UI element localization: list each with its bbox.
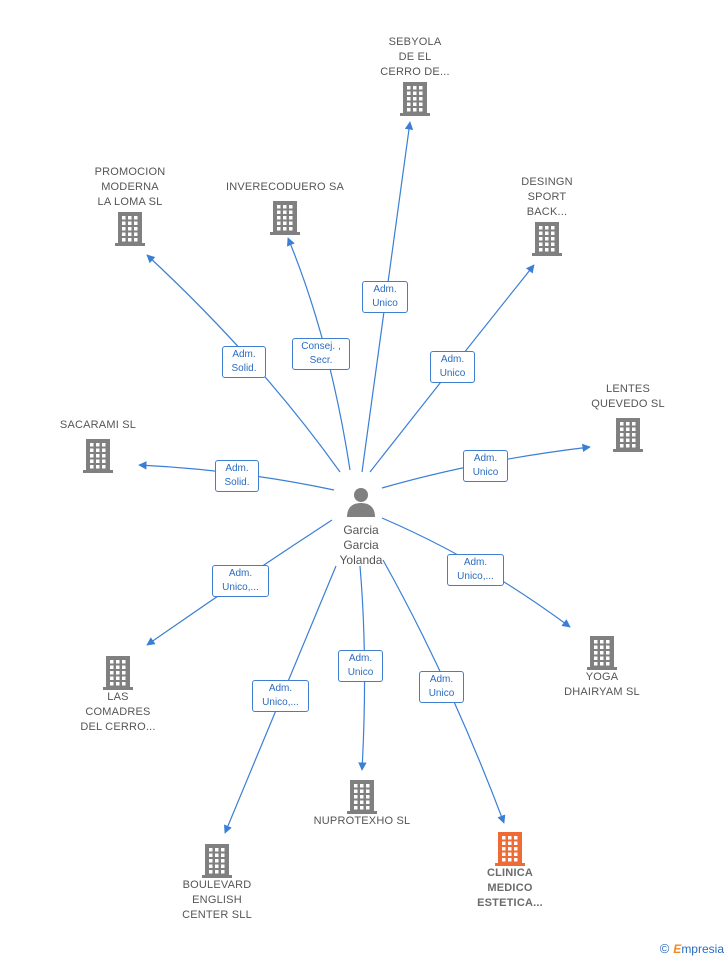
building-icon: [83, 439, 113, 473]
company-node-sacarami[interactable]: SACARAMI SL: [48, 418, 148, 473]
role-label-nuprotexho[interactable]: Adm. Unico: [338, 650, 383, 682]
copyright-icon: ©: [659, 941, 670, 956]
building-icon: [347, 780, 377, 814]
brand-watermark: ©Empresia: [660, 941, 724, 956]
building-icon: [115, 212, 145, 246]
role-label-yoga[interactable]: Adm. Unico,...: [447, 554, 504, 586]
company-node-nuprotexho[interactable]: NUPROTEXHO SL: [302, 778, 422, 829]
brand-initial: E: [673, 942, 682, 956]
company-node-lentes[interactable]: LENTES QUEVEDO SL: [578, 382, 678, 452]
company-label: NUPROTEXHO SL: [313, 815, 411, 827]
company-node-sebyola[interactable]: SEBYOLA DE EL CERRO DE...: [365, 35, 465, 116]
role-label-boulevard[interactable]: Adm. Unico,...: [252, 680, 309, 712]
company-label: PROMOCION MODERNA LA LOMA SL: [94, 166, 166, 208]
company-node-yoga[interactable]: YOGA DHAIRYAM SL: [552, 634, 652, 700]
company-label: LAS COMADRES DEL CERRO...: [80, 691, 156, 733]
role-label-sebyola[interactable]: Adm. Unico: [362, 281, 408, 313]
role-label-lentes[interactable]: Adm. Unico: [463, 450, 508, 482]
company-label: LENTES QUEVEDO SL: [591, 383, 665, 410]
role-label-comadres[interactable]: Adm. Unico,...: [212, 565, 269, 597]
role-label-sacarami[interactable]: Adm. Solid.: [215, 460, 259, 492]
role-label-desingn[interactable]: Adm. Unico: [430, 351, 475, 383]
building-icon: [270, 201, 300, 235]
building-icon: [532, 222, 562, 256]
company-label: BOULEVARD ENGLISH CENTER SLL: [182, 879, 252, 921]
role-label-clinica[interactable]: Adm. Unico: [419, 671, 464, 703]
building-icon: [587, 636, 617, 670]
building-icon: [103, 656, 133, 690]
company-label: SEBYOLA DE EL CERRO DE...: [380, 36, 450, 78]
company-node-promocion[interactable]: PROMOCION MODERNA LA LOMA SL: [80, 165, 180, 246]
company-node-boulevard[interactable]: BOULEVARD ENGLISH CENTER SLL: [167, 842, 267, 923]
company-label: DESINGN SPORT BACK...: [521, 176, 573, 218]
company-node-inverecoduero[interactable]: INVERECODUERO SA: [215, 180, 355, 235]
brand-name: mpresia: [681, 942, 724, 956]
company-node-desingn[interactable]: DESINGN SPORT BACK...: [497, 175, 597, 256]
company-label: SACARAMI SL: [59, 419, 137, 431]
company-node-clinica[interactable]: CLINICA MEDICO ESTETICA...: [460, 830, 560, 911]
building-icon: [613, 418, 643, 452]
company-node-comadres[interactable]: LAS COMADRES DEL CERRO...: [68, 654, 168, 735]
role-label-inverecoduero[interactable]: Consej. , Secr.: [292, 338, 350, 370]
person-icon: [347, 488, 375, 517]
company-label: INVERECODUERO SA: [225, 181, 345, 193]
role-label-promocion[interactable]: Adm. Solid.: [222, 346, 266, 378]
building-icon-highlight: [495, 832, 525, 866]
person-node[interactable]: Garcia Garcia Yolanda: [316, 486, 406, 568]
company-label: YOGA DHAIRYAM SL: [564, 671, 640, 698]
company-label: CLINICA MEDICO ESTETICA...: [477, 867, 543, 909]
person-name: Garcia Garcia Yolanda: [339, 523, 383, 567]
building-icon: [202, 844, 232, 878]
building-icon: [400, 82, 430, 116]
